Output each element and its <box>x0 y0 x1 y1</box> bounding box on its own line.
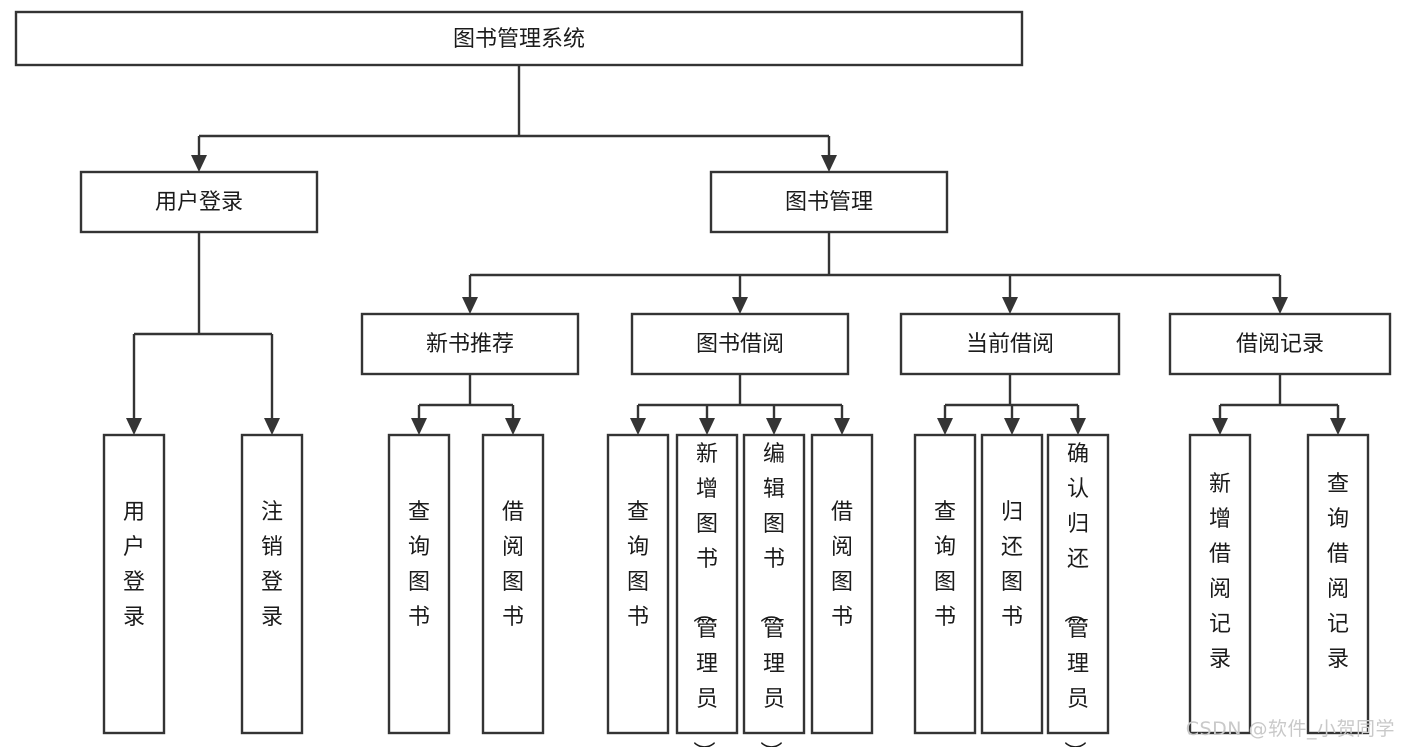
node-leaf-confirm-return-admin-box[interactable] <box>1046 433 1110 735</box>
node-borrow-record-label: 借阅记录 <box>1236 332 1324 357</box>
node-new-book-recommend-label: 新书推荐 <box>426 332 514 357</box>
node-root-label: 图书管理系统 <box>453 27 585 52</box>
node-leaf-user-login-label: 用户登录 <box>123 500 145 630</box>
node-leaf-add-book-admin[interactable]: 新增图书（管理员） <box>675 433 739 747</box>
node-leaf-borrow-book-2-box[interactable] <box>810 433 874 735</box>
node-leaf-return-book[interactable]: 归还图书 <box>980 433 1044 735</box>
node-new-book-recommend-box[interactable] <box>360 312 580 376</box>
arrow-head-icon <box>126 418 142 435</box>
edge-group-borrow-record-children <box>1212 374 1346 435</box>
node-leaf-query-book-1[interactable]: 查询图书 <box>387 433 451 735</box>
node-leaf-edit-book-admin[interactable]: 编辑图书（管理员） <box>742 433 806 747</box>
arrow-head-icon <box>699 418 715 435</box>
node-leaf-query-book-2-label: 查询图书 <box>627 500 649 630</box>
node-leaf-query-borrow-record[interactable]: 查询借阅记录 <box>1306 433 1370 735</box>
node-user-login[interactable]: 用户登录 <box>79 170 319 234</box>
node-leaf-query-borrow-record-box[interactable] <box>1306 433 1370 735</box>
edge-group-book-manage-children <box>462 232 1288 314</box>
arrow-head-icon <box>1272 297 1288 314</box>
node-leaf-user-logout-box[interactable] <box>240 433 304 735</box>
node-leaf-user-login-box[interactable] <box>102 433 166 735</box>
node-user-login-label: 用户登录 <box>155 190 243 215</box>
node-leaf-query-book-3[interactable]: 查询图书 <box>913 433 977 735</box>
node-leaf-query-book-2[interactable]: 查询图书 <box>606 433 670 735</box>
node-leaf-confirm-return-admin[interactable]: 确认归还（管理员） <box>1046 433 1110 747</box>
edge-group-current-borrow-children <box>937 374 1086 435</box>
node-book-manage-label: 图书管理 <box>785 190 873 215</box>
edge-group-book-borrow-children <box>630 374 850 435</box>
node-root-system[interactable]: 图书管理系统 <box>14 10 1024 67</box>
arrow-head-icon <box>1070 418 1086 435</box>
arrow-head-icon <box>1004 418 1020 435</box>
node-leaf-user-logout[interactable]: 注销登录 <box>240 433 304 735</box>
node-leaf-query-book-1-box[interactable] <box>387 433 451 735</box>
node-leaf-query-book-3-label: 查询图书 <box>934 500 956 630</box>
node-leaf-add-borrow-record-label: 新增借阅记录 <box>1209 472 1231 672</box>
node-leaf-add-borrow-record[interactable]: 新增借阅记录 <box>1188 433 1252 735</box>
node-borrow-record[interactable]: 借阅记录 <box>1168 312 1392 376</box>
edge-group-root-to-level2 <box>191 65 837 172</box>
arrow-head-icon <box>264 418 280 435</box>
node-leaf-query-book-2-box[interactable] <box>606 433 670 735</box>
node-current-borrow-label: 当前借阅 <box>966 332 1054 357</box>
node-current-borrow[interactable]: 当前借阅 <box>899 312 1121 376</box>
node-leaf-borrow-book-1[interactable]: 借阅图书 <box>481 433 545 735</box>
node-leaf-borrow-book-1-box[interactable] <box>481 433 545 735</box>
arrow-head-icon <box>1212 418 1228 435</box>
node-book-borrow[interactable]: 图书借阅 <box>630 312 850 376</box>
arrow-head-icon <box>630 418 646 435</box>
node-leaf-user-logout-label: 注销登录 <box>261 500 283 630</box>
node-leaf-query-book-1-label: 查询图书 <box>408 500 430 630</box>
node-leaf-return-book-label: 归还图书 <box>1001 500 1023 630</box>
arrow-head-icon <box>732 297 748 314</box>
arrow-head-icon <box>937 418 953 435</box>
node-book-manage[interactable]: 图书管理 <box>709 170 949 234</box>
node-book-borrow-label: 图书借阅 <box>696 332 784 357</box>
arrow-head-icon <box>766 418 782 435</box>
node-leaf-edit-book-admin-box[interactable] <box>742 433 806 735</box>
node-leaf-borrow-book-2[interactable]: 借阅图书 <box>810 433 874 735</box>
node-leaf-query-borrow-record-label: 查询借阅记录 <box>1327 472 1349 672</box>
node-book-borrow-box[interactable] <box>630 312 850 376</box>
arrow-head-icon <box>462 297 478 314</box>
node-book-manage-box[interactable] <box>709 170 949 234</box>
arrow-head-icon <box>1330 418 1346 435</box>
node-borrow-record-box[interactable] <box>1168 312 1392 376</box>
node-leaf-confirm-return-admin-label: 确认归还（管理员） <box>1061 442 1089 747</box>
node-leaf-add-borrow-record-box[interactable] <box>1188 433 1252 735</box>
arrow-head-icon <box>1002 297 1018 314</box>
node-current-borrow-box[interactable] <box>899 312 1121 376</box>
node-leaf-query-book-3-box[interactable] <box>913 433 977 735</box>
node-user-login-box[interactable] <box>79 170 319 234</box>
node-leaf-borrow-book-2-label: 借阅图书 <box>831 500 853 630</box>
node-leaf-user-login[interactable]: 用户登录 <box>102 433 166 735</box>
edge-group-user-login-children <box>126 232 280 435</box>
node-root-box[interactable] <box>14 10 1024 67</box>
arrow-head-icon <box>191 155 207 172</box>
node-leaf-add-book-admin-box[interactable] <box>675 433 739 735</box>
node-new-book-recommend[interactable]: 新书推荐 <box>360 312 580 376</box>
node-leaf-borrow-book-1-label: 借阅图书 <box>502 500 524 630</box>
arrow-head-icon <box>411 418 427 435</box>
arrow-head-icon <box>505 418 521 435</box>
node-leaf-add-book-admin-label: 新增图书（管理员） <box>690 442 718 747</box>
node-leaf-edit-book-admin-label: 编辑图书（管理员） <box>757 442 785 747</box>
arrow-head-icon <box>834 418 850 435</box>
edge-group-new-book-recommend-children <box>411 374 521 435</box>
arrow-head-icon <box>821 155 837 172</box>
node-leaf-return-book-box[interactable] <box>980 433 1044 735</box>
